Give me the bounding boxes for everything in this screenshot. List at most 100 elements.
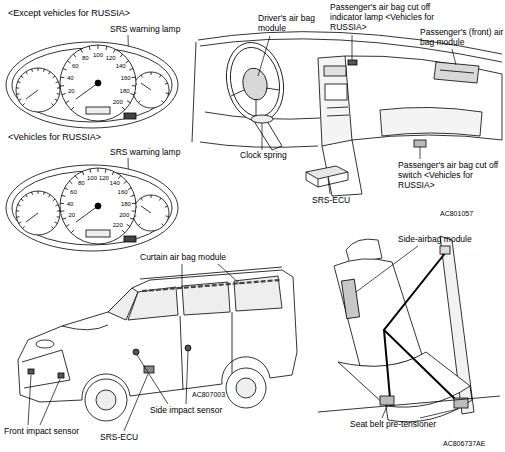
part-label: Side impact sensor [150, 405, 260, 415]
part-label: Side-airbag module [398, 234, 504, 244]
vehicle-drawing [96, 390, 116, 410]
instrument-cluster [55, 99, 58, 100]
dashboard-drawing [251, 115, 273, 123]
instrument-cluster [82, 171, 84, 175]
part-label: SRS-ECU [100, 432, 160, 442]
part-label: Clock spring [240, 150, 310, 160]
instrument-cluster [75, 176, 77, 179]
instrument-cluster [130, 94, 134, 95]
instrument-cluster [60, 77, 64, 79]
vehicle-drawing [140, 267, 282, 279]
part-label: SRS-ECU [312, 195, 372, 205]
gauge-number: 180 [117, 201, 135, 208]
instrument-cluster [26, 195, 28, 197]
leader-line [182, 264, 183, 288]
instrument-cluster [105, 46, 107, 50]
instrument-cluster [130, 218, 134, 219]
instrument-cluster [141, 198, 143, 200]
part-label: Driver's air bag module [258, 13, 336, 33]
instrument-cluster [127, 101, 130, 103]
seat-drawing [384, 252, 458, 402]
instrument-cluster [57, 216, 60, 218]
instrument-cluster [165, 206, 168, 207]
gauge-number: 200 [115, 212, 133, 219]
instrument-cluster [73, 54, 76, 57]
gauge-number: 220 [109, 222, 127, 229]
instrument-cluster [60, 210, 64, 212]
instrument-cluster [19, 99, 22, 100]
part-label: SRS warning lamp [110, 147, 210, 157]
dashboard-drawing [318, 56, 352, 146]
dashboard-drawing [256, 100, 257, 116]
part-label: Passenger's (front) air bag module [420, 27, 504, 47]
dashboard-drawing [200, 142, 318, 147]
leader-line [328, 178, 330, 194]
gauge-number: 60 [64, 189, 82, 196]
instrument-cluster [124, 113, 136, 119]
instrument-cluster [51, 226, 53, 228]
instrument-cluster [56, 82, 59, 83]
dashboard-drawing [219, 37, 290, 127]
gauge-number: 200 [109, 99, 127, 106]
instrument-cluster [113, 49, 115, 53]
dashboard-drawing [440, 70, 474, 73]
instrument-cluster [166, 92, 169, 94]
vehicle-drawing [180, 316, 183, 390]
gauge-number: 20 [62, 88, 80, 95]
vehicle-drawing [58, 373, 64, 378]
instrument-cluster [21, 76, 23, 78]
leader-line [452, 49, 456, 65]
instrument-cluster [105, 169, 107, 173]
leader-line [258, 35, 456, 194]
instrument-cluster [60, 45, 136, 121]
instrument-cluster [18, 82, 21, 83]
leader-line [356, 246, 458, 418]
dashboard-drawing [240, 66, 270, 102]
instrument-cluster [132, 210, 136, 212]
instrument-cluster [51, 103, 53, 105]
instrument-cluster [120, 54, 123, 57]
instrument-cluster [159, 198, 161, 200]
instrument-cluster [53, 76, 55, 78]
instrument-cluster [60, 168, 136, 244]
leader-line [356, 246, 418, 292]
instrument-cluster [132, 203, 136, 204]
vehicle-drawing [142, 280, 280, 291]
instrument-cluster [43, 69, 45, 72]
gauge-number: 100 [89, 52, 107, 59]
gauge-number: 140 [112, 63, 130, 70]
instrument-cluster [62, 94, 66, 95]
gauge-number: 180 [116, 88, 134, 95]
leader-line [258, 36, 270, 76]
instrument-cluster [165, 83, 168, 84]
seat-drawing [341, 279, 359, 318]
gauge-number: 120 [102, 55, 120, 62]
seat-drawing [440, 246, 450, 254]
instrument-cluster [57, 210, 60, 211]
instrument-cluster [128, 188, 132, 190]
instrument-cluster [81, 49, 83, 53]
instrument-cluster [127, 224, 130, 226]
instrument-cluster [71, 230, 74, 233]
instrument-cluster [56, 205, 59, 206]
dashboard-drawing [434, 62, 479, 83]
leader-line [218, 264, 240, 284]
vehicle-drawing [236, 378, 256, 398]
figure-code: AC807003 [192, 391, 242, 399]
instrument-cluster [98, 168, 99, 172]
seat-drawing [334, 259, 422, 367]
instrument-cluster [151, 195, 152, 198]
variant-heading: <Except vehicles for RUSSIA> [8, 8, 178, 19]
instrument-cluster [76, 206, 98, 222]
instrument-cluster [6, 42, 178, 128]
vehicle-drawing [22, 350, 70, 388]
instrument-cluster [151, 72, 152, 75]
leader-line [262, 123, 263, 150]
instrument-cluster [43, 192, 45, 195]
instrument-cluster [49, 195, 51, 197]
dashboard-drawing [345, 56, 502, 140]
instrument-cluster [131, 195, 135, 196]
vehicle-drawing [128, 287, 178, 320]
